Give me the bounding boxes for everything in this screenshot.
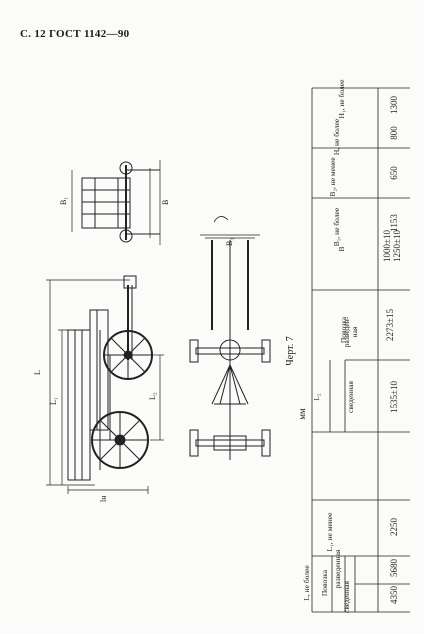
value-H1: 1300 [389, 96, 399, 114]
dim-L2: L₂ [148, 392, 157, 400]
header-L2-assembled: сведенная [346, 381, 355, 414]
header-L: L, не более [302, 565, 311, 601]
header-B2: B₂, не менее [328, 157, 337, 197]
value-L-disassembled: 5680 [389, 559, 399, 577]
page-header: С. 12 ГОСТ 1142—90 [20, 28, 130, 40]
value-L1: 2250 [389, 518, 399, 536]
dim-L1: L₁ [49, 397, 58, 405]
value-L2-disassembled: 2273±15 [385, 309, 395, 341]
dim-lH: lн [99, 495, 108, 502]
header-H1: H₁, не более [337, 79, 346, 119]
dim-B1: B₁ [59, 197, 68, 205]
header-L1: L₁, не менее [325, 512, 334, 552]
dim-B3: B₃ [225, 238, 234, 246]
header-L-assembled: сведенная [342, 581, 351, 614]
value-L2-assembled: 1535±10 [389, 381, 399, 413]
header-B1: B₁, не более [332, 207, 341, 247]
dim-B: B [161, 200, 170, 205]
header-L2-disassembled: разведен-ная [342, 316, 359, 348]
value-B2: 650 [389, 166, 399, 180]
cart-plan-view [189, 234, 271, 460]
header-L-sub: Повозка [320, 569, 329, 597]
header-L2: L₂ [312, 393, 321, 401]
value-B1: 1153 [389, 214, 399, 232]
cart-top-view [71, 160, 161, 245]
dim-L: L [33, 370, 42, 375]
side-view-dimensions [46, 279, 164, 494]
